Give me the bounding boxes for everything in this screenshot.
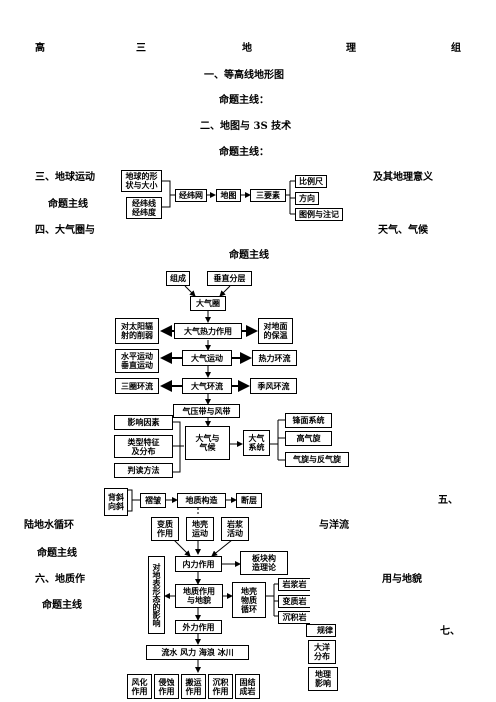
box-types-distribution: 类型特征 及分布 xyxy=(114,435,173,458)
section-1-mainline: 命题主线： xyxy=(219,95,269,106)
box-vertical-layers: 垂直分层 xyxy=(207,271,252,286)
box-erosion: 侵蚀 作用 xyxy=(154,674,179,699)
header-char-3: 地 xyxy=(242,43,252,54)
box-atmo-motion: 大气运动 xyxy=(182,350,232,366)
box-solar-weaken: 对太阳辐 射的削弱 xyxy=(115,318,159,344)
box-weathering: 风化 作用 xyxy=(127,674,152,699)
section-2-title: 二、地图与 3S 技术 xyxy=(200,121,292,132)
box-atmo-system: 大气 系统 xyxy=(243,430,270,456)
box-map: 地图 xyxy=(216,189,241,202)
section-6-title-right: 用与地貌 xyxy=(382,574,422,585)
box-ocean-distribution-partial: 大洋 分布 xyxy=(308,640,336,664)
box-three-elements: 三要素 xyxy=(250,189,286,202)
box-lonlat-lines: 经纬线 经纬度 xyxy=(126,197,162,219)
box-judge-method: 判读方法 xyxy=(114,463,173,478)
box-consolidation: 固结 成岩 xyxy=(235,674,260,699)
box-factors: 影响因素 xyxy=(114,415,173,430)
header-char-1: 高 xyxy=(35,43,45,54)
box-composition: 组成 xyxy=(166,271,190,286)
section-2-mainline: 命题主线： xyxy=(219,147,269,158)
box-metamorphism: 变质 作用 xyxy=(151,517,179,541)
section-3-title-left: 三、地球运动 xyxy=(35,172,95,183)
box-cyclone-a: 高气旋 xyxy=(285,431,332,446)
box-geo-landform: 地质作用 与地貌 xyxy=(175,584,223,608)
box-geo-impact-partial: 地理 影响 xyxy=(308,667,338,691)
header-char-4: 理 xyxy=(346,43,356,54)
box-hv-motion: 水平运动 垂直运动 xyxy=(115,349,159,373)
header-char-5: 组 xyxy=(451,43,461,54)
box-atmo-circulation: 大气环流 xyxy=(182,378,232,394)
section-5-title-mid: 与洋流 xyxy=(319,520,349,531)
box-thermal-circulation: 热力环流 xyxy=(252,350,297,366)
box-cyclone-anticyclone: 气旋与反气旋 xyxy=(285,452,349,467)
section-7-title-right: 七、 xyxy=(440,626,460,637)
section-4-title-left: 四、大气圈与 xyxy=(35,225,95,236)
box-monsoon: 季风环流 xyxy=(250,378,297,394)
box-geo-structure: 地质构造 xyxy=(177,493,226,508)
box-internal-force: 内力作用 xyxy=(175,556,222,572)
box-surface-impact: 对地表形态的影响 xyxy=(148,556,165,634)
box-earth-shape-size: 地球的形 状与大小 xyxy=(121,170,162,192)
section-5-title-right: 五、 xyxy=(438,495,458,506)
box-weather-climate: 大气与 气候 xyxy=(185,426,230,460)
box-front-system: 锋面系统 xyxy=(285,413,332,428)
box-deposition: 沉积 作用 xyxy=(208,674,233,699)
box-law-partial: 规律 xyxy=(306,624,336,637)
box-atmosphere: 大气圈 xyxy=(190,296,226,311)
box-fold: 褶皱 xyxy=(140,493,166,508)
box-thermal-effect: 大气热力作用 xyxy=(174,323,242,339)
box-direction: 方向 xyxy=(295,192,319,205)
box-pressure-wind-belts: 气压带与风带 xyxy=(173,404,240,418)
box-lonlat-grid: 经纬网 xyxy=(175,189,207,202)
section-1-title: 一、等高线地形图 xyxy=(204,70,284,81)
box-transport: 搬运 作用 xyxy=(181,674,206,699)
box-crust-material-cycle: 地壳 物质 循环 xyxy=(232,582,266,618)
box-external-force: 外力作用 xyxy=(175,620,222,634)
box-sedimentary-rock: 沉积岩 xyxy=(278,611,310,624)
box-crust-movement: 地壳 运动 xyxy=(186,517,214,541)
section-3-title-right: 及其地理意义 xyxy=(373,172,433,183)
section-4-title-right: 天气、气候 xyxy=(378,225,428,236)
box-ground-keep: 对地面 的保温 xyxy=(258,318,293,344)
box-magma-activity: 岩浆 活动 xyxy=(221,517,249,541)
section-4-mainline: 命题主线 xyxy=(229,250,269,261)
box-legend-notes: 图例与注记 xyxy=(295,208,343,221)
box-external-agents: 流水 风力 海浪 冰川 xyxy=(146,645,249,660)
box-anticline-syncline: 背斜 向斜 xyxy=(104,488,128,516)
box-plate-theory: 板块构 造理论 xyxy=(240,551,288,575)
section-6-mainline: 命题主线 xyxy=(42,600,82,611)
section-5-title-left: 陆地水循环 xyxy=(24,520,74,531)
box-magmatic-rock: 岩浆岩 xyxy=(278,578,310,591)
box-scale: 比例尺 xyxy=(295,175,327,188)
section-3-mainline: 命题主线 xyxy=(48,199,88,210)
box-fault: 断层 xyxy=(236,493,262,508)
section-6-title-left: 六、地质作 xyxy=(35,574,85,585)
section-5-mainline: 命题主线 xyxy=(37,548,77,559)
header-char-2: 三 xyxy=(136,43,146,54)
box-metamorphic-rock: 变质岩 xyxy=(278,595,310,608)
box-three-cell: 三圈环流 xyxy=(115,378,159,394)
